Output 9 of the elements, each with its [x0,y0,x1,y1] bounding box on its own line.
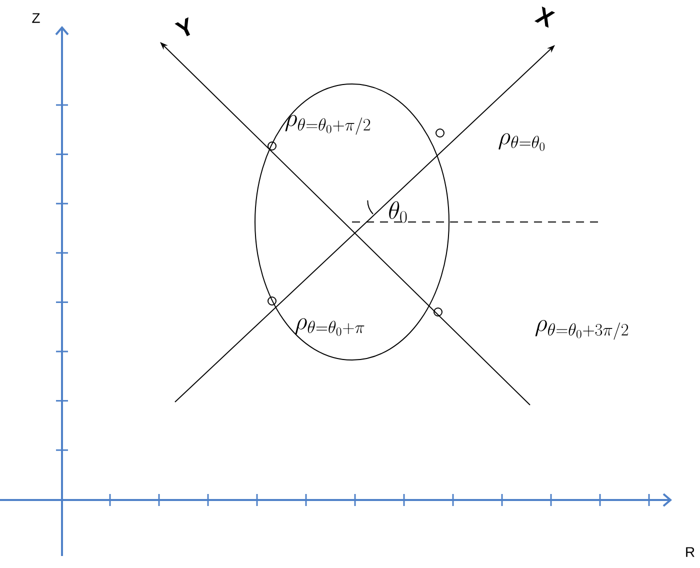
formula-label: $\rho_{\theta=\theta_0+\pi/2}$ [285,115,370,135]
axis-label: R [686,547,694,557]
formula-label: $\rho_{\theta=\theta_0+\pi}$ [295,318,364,336]
axis-label: Y [174,17,190,36]
formula-label: $\rho_{\theta=\theta_0+3\pi/2}$ [535,320,628,340]
axis-label: Z [32,13,40,23]
axis-label: X [534,6,556,28]
formula-label: $\rho_{\theta=\theta_0}$ [498,133,545,151]
formula-label: $\theta_0$ [389,201,407,223]
